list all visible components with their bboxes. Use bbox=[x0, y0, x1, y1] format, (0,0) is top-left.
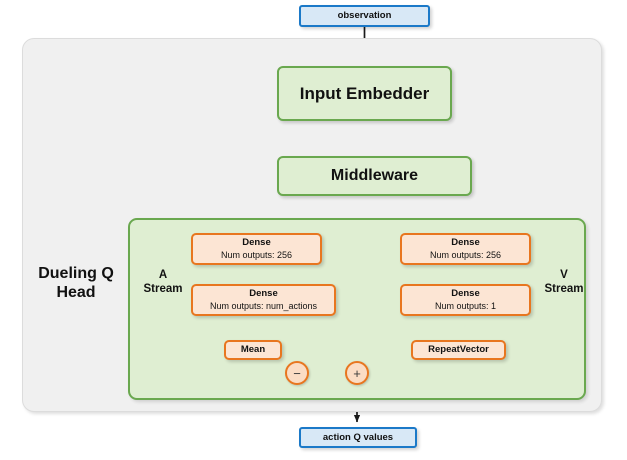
dueling-q-head-label-line1: Dueling Q bbox=[38, 265, 114, 282]
v-stream-label: V Stream bbox=[535, 269, 593, 296]
minus-icon: − bbox=[293, 365, 301, 381]
v-stream-dense-1-title: Dense bbox=[451, 237, 480, 248]
observation-label: observation bbox=[337, 10, 392, 21]
observation-node[interactable]: observation bbox=[299, 5, 430, 27]
v-stream-dense-2-subtitle: Num outputs: 1 bbox=[434, 301, 497, 311]
repeat-vector-node[interactable]: RepeatVector bbox=[411, 340, 506, 360]
v-stream-dense-1-node[interactable]: Dense Num outputs: 256 bbox=[400, 233, 531, 265]
v-stream-dense-1-subtitle: Num outputs: 256 bbox=[429, 250, 502, 260]
a-stream-dense-1-subtitle: Num outputs: 256 bbox=[220, 250, 293, 260]
v-stream-dense-2-node[interactable]: Dense Num outputs: 1 bbox=[400, 284, 531, 316]
a-stream-dense-2-subtitle: Num outputs: num_actions bbox=[209, 301, 318, 311]
a-stream-dense-1-title: Dense bbox=[242, 237, 271, 248]
middleware-label: Middleware bbox=[330, 167, 419, 184]
a-stream-label-line2: Stream bbox=[143, 282, 183, 295]
input-embedder-label: Input Embedder bbox=[299, 83, 430, 103]
repeat-vector-label: RepeatVector bbox=[428, 344, 489, 355]
mean-label: Mean bbox=[240, 344, 266, 355]
middleware-node[interactable]: Middleware bbox=[277, 156, 472, 196]
plus-icon: + bbox=[353, 365, 361, 381]
action-q-values-node[interactable]: action Q values bbox=[299, 427, 417, 448]
v-stream-dense-2-title: Dense bbox=[451, 288, 480, 299]
action-q-values-label: action Q values bbox=[322, 431, 394, 443]
input-embedder-node[interactable]: Input Embedder bbox=[277, 66, 452, 121]
v-stream-label-line2: Stream bbox=[544, 282, 584, 295]
dueling-q-head-label-line2: Head bbox=[56, 283, 96, 301]
mean-node[interactable]: Mean bbox=[224, 340, 282, 360]
a-stream-dense-1-node[interactable]: Dense Num outputs: 256 bbox=[191, 233, 322, 265]
a-stream-label: A Stream bbox=[136, 269, 190, 296]
add-operator-node[interactable]: + bbox=[345, 361, 369, 385]
v-stream-label-line1: V bbox=[560, 269, 568, 281]
a-stream-label-line1: A bbox=[158, 269, 168, 281]
a-stream-dense-2-node[interactable]: Dense Num outputs: num_actions bbox=[191, 284, 336, 316]
a-stream-dense-2-title: Dense bbox=[249, 288, 278, 299]
subtract-operator-node[interactable]: − bbox=[285, 361, 309, 385]
dueling-q-head-label: Dueling Q Head bbox=[28, 265, 124, 303]
